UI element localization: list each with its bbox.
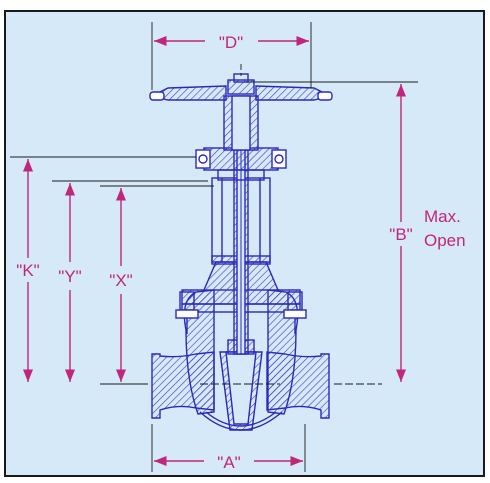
dimension-k-label: "K": [16, 261, 39, 280]
extension-lines: [10, 22, 418, 472]
dimension-x-label: "X": [109, 271, 132, 290]
valve-body: [149, 73, 333, 431]
dimension-a-label: "A": [217, 453, 240, 472]
dimension-lines: [22, 35, 407, 467]
dimension-d-label: "D": [219, 33, 243, 52]
max-open-line2: Open: [424, 231, 466, 250]
dimension-y-label: "Y": [58, 267, 81, 286]
max-open-line1: Max.: [424, 207, 461, 226]
max-open-note: Max. Open: [424, 205, 466, 253]
dimension-b-label: "B": [389, 225, 412, 244]
